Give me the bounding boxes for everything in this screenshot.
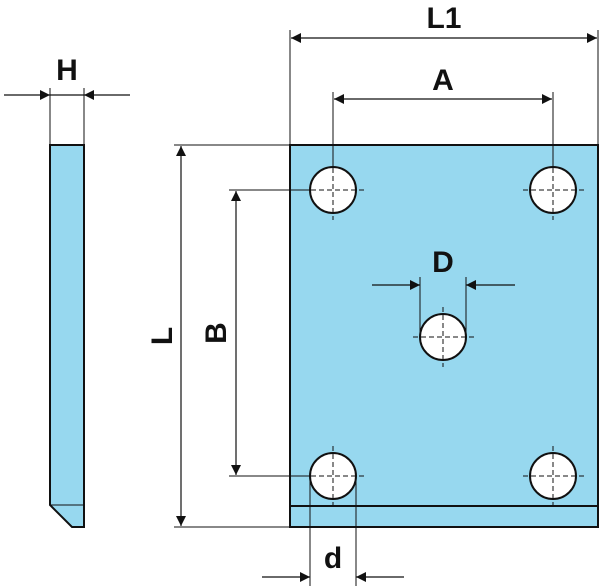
holes bbox=[303, 160, 584, 506]
a-label: A bbox=[432, 64, 454, 97]
dimension-d-center: D bbox=[372, 246, 515, 337]
dimension-b: B bbox=[200, 189, 310, 477]
dimension-l: L bbox=[146, 144, 290, 528]
thickness-label: H bbox=[56, 54, 78, 87]
d-center-label: D bbox=[432, 246, 454, 279]
d-small-label: d bbox=[324, 542, 342, 575]
hole-bottom-right bbox=[523, 446, 584, 506]
b-label: B bbox=[200, 322, 233, 344]
l-label: L bbox=[146, 327, 179, 345]
side-view-profile bbox=[49, 144, 85, 528]
dimension-d-small: d bbox=[262, 476, 404, 586]
l1-label: L1 bbox=[426, 2, 461, 35]
dimension-a: A bbox=[332, 64, 554, 166]
dimension-l1: L1 bbox=[289, 2, 599, 145]
hole-top-right bbox=[523, 160, 584, 220]
side-view: H bbox=[4, 54, 130, 528]
